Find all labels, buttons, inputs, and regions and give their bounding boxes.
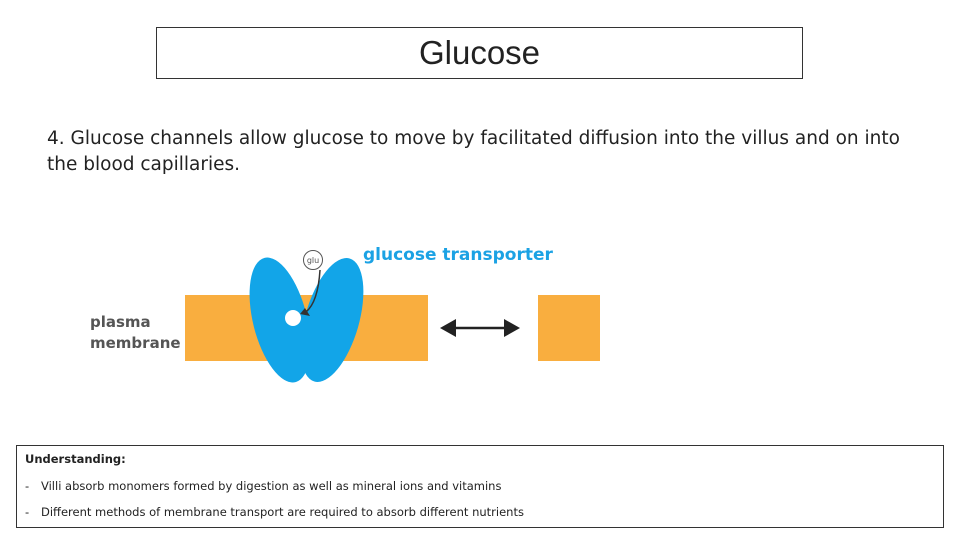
glucose-molecule-left: glu [303, 250, 323, 270]
plasma-membrane-label-line1: plasma [90, 313, 151, 331]
arrow-glucose-entering [305, 269, 321, 313]
understanding-item-text: Different methods of membrane transport … [41, 505, 524, 519]
glucose-transporter-label: glucose transporter [363, 245, 554, 265]
title-box: Glucose [156, 27, 803, 79]
bullet-dash: - [25, 479, 30, 493]
understanding-item-text: Villi absorb monomers formed by digestio… [41, 479, 502, 493]
svg-text:glu: glu [307, 256, 319, 265]
membrane-band-right [538, 295, 600, 361]
double-headed-arrow [440, 319, 520, 337]
page-title: Glucose [418, 34, 541, 71]
understanding-heading: Understanding: [25, 452, 126, 466]
body-text: 4. Glucose channels allow glucose to mov… [47, 128, 900, 175]
glucose-transporter-diagram: glu glu glucose transporter plasma membr… [90, 245, 600, 383]
understanding-item: -Different methods of membrane transport… [25, 505, 935, 519]
transporter-protein-left [249, 257, 364, 383]
plasma-membrane-label-line2: membrane [90, 334, 181, 352]
understanding-item: -Villi absorb monomers formed by digesti… [25, 479, 935, 493]
understanding-box: Understanding: -Villi absorb monomers fo… [16, 445, 944, 528]
bullet-dash: - [25, 505, 30, 519]
